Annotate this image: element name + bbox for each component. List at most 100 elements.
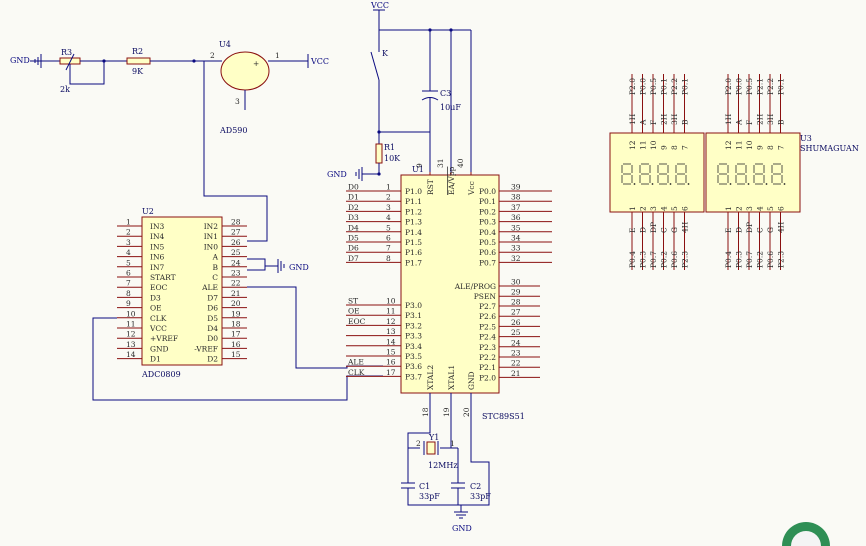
u2-pin-number: 3 <box>126 238 131 247</box>
u1-pin-name: RST <box>426 179 435 195</box>
u3-bot-net: P0.2 <box>756 251 765 268</box>
u3-top-num: 7 <box>681 145 690 150</box>
u1-pin-name: P2.7 <box>479 302 496 311</box>
u1-pin-name: P3.0 <box>405 301 422 310</box>
u2-pin-name: START <box>150 273 176 282</box>
u2-pin-number: 16 <box>231 340 241 349</box>
gnd-adc-symbol: GND <box>277 259 309 273</box>
u3-seg-dp <box>633 183 636 185</box>
y1-pin1: 1 <box>450 439 455 448</box>
u3-top-net: P0.0 <box>735 78 744 95</box>
u4-pin2: 2 <box>210 51 215 60</box>
u3-top-net: P0.1 <box>681 78 690 95</box>
u3-digit <box>735 163 750 185</box>
u1-pin-number: 30 <box>511 278 521 287</box>
u3-top-func: A <box>639 119 648 126</box>
u3-seg-dp <box>651 183 654 185</box>
u2-pin-name: EOC <box>150 283 168 292</box>
u3-bot-num: 6 <box>777 206 786 211</box>
corner-badge-inner-icon <box>791 531 821 546</box>
u1-pin-name: XTAL1 <box>447 365 456 390</box>
u1-pin-name: P2.1 <box>479 363 496 372</box>
u3-digit <box>639 163 654 185</box>
u1-pin-number: 5 <box>386 223 391 232</box>
u1-pin-name: P3.6 <box>405 362 422 371</box>
c1-capacitor: C1 33pF <box>401 482 440 501</box>
u1-net-label: CLK <box>348 368 365 377</box>
u1-pin-name: Vcc <box>467 181 476 196</box>
u1-pin-name: GND <box>467 371 476 390</box>
gnd-reset-label: GND <box>327 170 347 179</box>
u3-top-func: F <box>745 120 754 125</box>
u2-pin-name: D5 <box>207 314 218 323</box>
u3-bot-func: D <box>735 227 744 233</box>
r3-resistor: R3 2k <box>41 48 127 94</box>
gnd-bottom-symbol: GND <box>452 511 472 533</box>
u1-pin-number: 20 <box>462 407 471 417</box>
u3-top-num: 10 <box>745 140 754 150</box>
u3-block: P2.01H121EP0.4P0.0A112DP0.3P0.5F103DPP0.… <box>609 74 705 270</box>
u2-pin-name: GND <box>150 344 169 353</box>
u2-pin-name: IN0 <box>204 242 219 251</box>
u3-bot-net: P2.3 <box>681 251 690 268</box>
u1-pin-number: 17 <box>386 368 396 377</box>
u2-pin-number: 19 <box>231 309 241 318</box>
u3-bot-func: D <box>639 227 648 233</box>
u1-pin-name: P0.7 <box>479 258 496 267</box>
u2-pin-name: C <box>212 273 218 282</box>
u1-pin-number: 9 <box>415 163 424 168</box>
u2-pin-name: D3 <box>150 293 161 302</box>
u2-pin-name: -VREF <box>194 344 218 353</box>
u1-pin-number: 1 <box>386 183 391 192</box>
u3-top-num: 11 <box>735 140 744 150</box>
u1-net-label: D5 <box>348 234 359 243</box>
u1-pin-number: 14 <box>386 337 396 346</box>
u3-seg-dp <box>783 183 786 185</box>
r2-ref: R2 <box>132 47 143 56</box>
u1-pin-name: EA/Vpp <box>447 166 456 195</box>
u1-pin-name: P0.0 <box>479 187 496 196</box>
u1-net-label: D1 <box>348 193 359 202</box>
gnd-adc-label: GND <box>289 263 309 272</box>
u2-pin-name: D0 <box>207 334 218 343</box>
u2-pin-name: IN1 <box>204 232 218 241</box>
u1-pin-name: ALE/PROG <box>454 282 496 291</box>
u1-pin-number: 29 <box>511 288 521 297</box>
u3-bot-func: E <box>724 228 733 233</box>
u3-digit <box>675 163 690 185</box>
u1-pin-number: 39 <box>511 183 521 192</box>
u3-top-func: 1H <box>628 113 637 125</box>
u1-pin-number: 37 <box>511 203 521 212</box>
u3-block-body <box>705 132 801 213</box>
r1-value: 10K <box>384 154 401 163</box>
r2-value: 9K <box>132 67 144 76</box>
u1-pin-name: P2.3 <box>479 343 496 352</box>
u2-pin-name: D4 <box>207 324 218 333</box>
u3-bot-num: 6 <box>681 206 690 211</box>
u2-pin-number: 28 <box>231 218 241 227</box>
u1-pin-name: P3.3 <box>405 332 422 341</box>
u3-bot-num: 1 <box>724 206 733 211</box>
u2-pin-number: 10 <box>126 309 136 318</box>
u1-pin-number: 16 <box>386 358 396 367</box>
u3-bot-net: P0.6 <box>670 251 679 268</box>
y1-ref: Y1 <box>428 433 439 442</box>
u3-bot-net: P0.7 <box>649 251 658 268</box>
u3-digit <box>657 163 672 185</box>
u1-pin-number: 7 <box>386 244 391 253</box>
u1-pin-number: 22 <box>511 359 521 368</box>
u1-pin-name: P0.1 <box>479 197 496 206</box>
u4-plus: + <box>253 59 259 68</box>
u1-pin-name: P1.4 <box>405 228 422 237</box>
u1-pin-name: P1.6 <box>405 248 422 257</box>
u2-pin-number: 9 <box>126 299 131 308</box>
u3-top-func: B <box>681 119 690 125</box>
u2-pin-name: IN3 <box>150 222 165 231</box>
k-ref: K <box>382 49 389 58</box>
u3-top-func: 3H <box>670 113 679 125</box>
u2-pin-number: 4 <box>126 248 131 257</box>
u1-net-label: D4 <box>348 223 359 232</box>
u1-pin-name: XTAL2 <box>426 365 435 390</box>
u2-pin-number: 20 <box>231 299 241 308</box>
u3-bot-func: G <box>670 227 679 233</box>
